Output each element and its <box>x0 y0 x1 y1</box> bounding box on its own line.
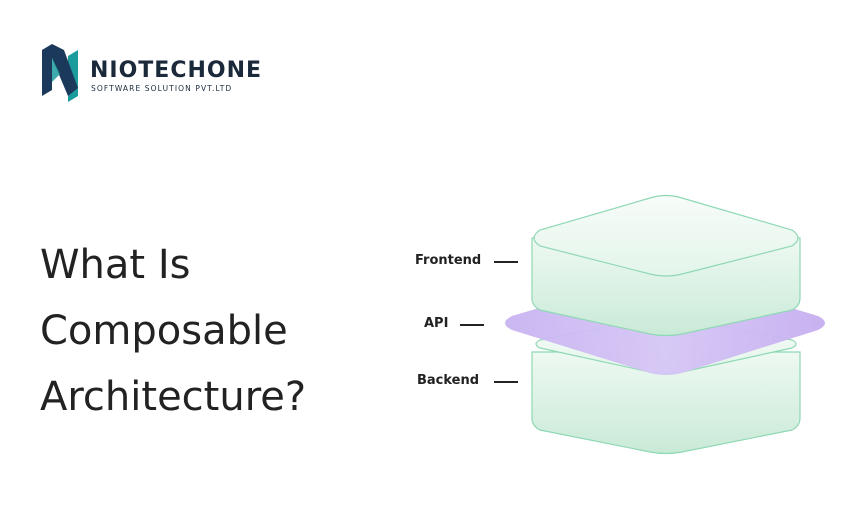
company-subtitle: SOFTWARE SOLUTION PVT.LTD <box>91 84 233 93</box>
page-title: What Is Composable Architecture? <box>40 232 306 430</box>
frontend-layer <box>531 194 801 337</box>
title-line-2: Composable <box>40 308 288 354</box>
company-name: NIOTECHONE <box>90 58 263 83</box>
backend-label: Backend <box>417 373 480 388</box>
title-line-3: Architecture? <box>40 374 307 420</box>
backend-connector <box>494 381 518 383</box>
title-line-1: What Is <box>40 242 191 288</box>
frontend-connector <box>494 261 518 263</box>
api-connector <box>460 324 484 326</box>
company-logo: NIOTECHONE SOFTWARE SOLUTION PVT.LTD <box>40 44 270 104</box>
api-label: API <box>424 316 449 331</box>
frontend-label: Frontend <box>415 253 482 268</box>
n-logo-icon <box>42 44 78 102</box>
